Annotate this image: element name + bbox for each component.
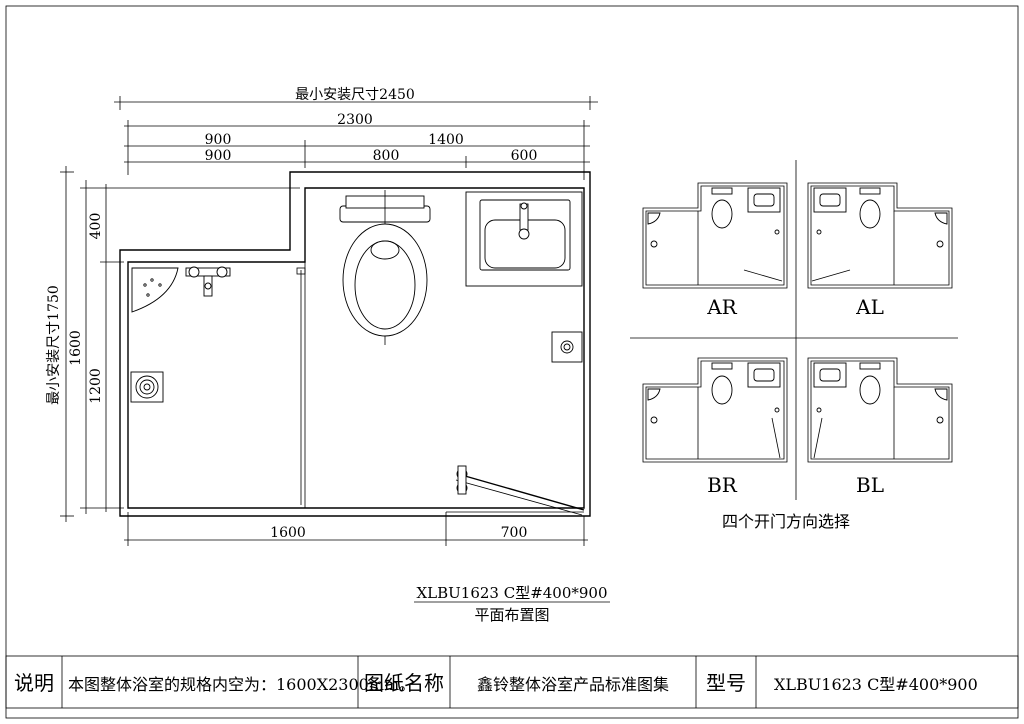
plan-caption: 平面布置图 bbox=[474, 606, 549, 624]
wall-drain-box bbox=[551, 331, 583, 363]
option-bl-label: BL bbox=[856, 473, 884, 497]
dim-top-1400: 1400 bbox=[428, 132, 464, 148]
corner-shelf bbox=[131, 267, 179, 313]
dim-top-overall-min: 最小安装尺寸2450 bbox=[295, 87, 415, 103]
title-note-text: 本图整体浴室的规格内空为：1600X2300mm。 bbox=[68, 675, 415, 694]
dim-top-900-a: 900 bbox=[205, 132, 232, 148]
top-dimensions bbox=[114, 96, 598, 180]
shower-mixer bbox=[185, 266, 231, 297]
floor-drain bbox=[130, 371, 164, 403]
dim-left-1600: 1600 bbox=[68, 330, 84, 366]
dim-left-overall-min: 最小安装尺寸1750 bbox=[46, 285, 62, 405]
left-dimensions bbox=[60, 166, 300, 522]
washbasin bbox=[465, 191, 583, 287]
plan-model-label: XLBU1623 C型#400*900 bbox=[416, 584, 607, 602]
main-floor-plan: 最小安装尺寸2450 2300 900 1400 900 800 600 最小安… bbox=[46, 87, 610, 624]
dim-bottom-700: 700 bbox=[501, 525, 528, 541]
title-model-label: 型号 bbox=[706, 671, 746, 695]
bottom-dimensions bbox=[124, 512, 588, 546]
dim-top-overall: 2300 bbox=[337, 112, 373, 128]
dim-bottom-1600: 1600 bbox=[270, 525, 306, 541]
bathroom-outline bbox=[119, 171, 591, 517]
option-al-plan bbox=[807, 182, 953, 289]
toilet bbox=[339, 190, 431, 345]
option-ar-label: AR bbox=[706, 295, 737, 319]
partition-cap bbox=[296, 267, 306, 275]
dim-top-900-b: 900 bbox=[205, 148, 232, 164]
dim-left-1200: 1200 bbox=[88, 368, 104, 404]
option-bl-plan bbox=[807, 357, 953, 463]
door-options: AR AL bbox=[630, 160, 958, 531]
options-caption: 四个开门方向选择 bbox=[722, 512, 850, 531]
option-br-label: BR bbox=[707, 473, 738, 497]
dim-left-400: 400 bbox=[88, 213, 104, 240]
title-note-label: 说明 bbox=[14, 671, 54, 695]
option-br-plan bbox=[642, 357, 788, 463]
sheet-border bbox=[5, 5, 1019, 719]
title-block bbox=[5, 655, 1019, 709]
option-al-label: AL bbox=[855, 295, 884, 319]
title-drawing-name-label: 图纸名称 bbox=[364, 671, 444, 695]
dim-top-600: 600 bbox=[511, 148, 538, 164]
dim-top-800: 800 bbox=[373, 148, 400, 164]
bathroom-door bbox=[446, 465, 585, 516]
title-drawing-name: 鑫铃整体浴室产品标准图集 bbox=[477, 675, 669, 694]
title-model-value: XLBU1623 C型#400*900 bbox=[774, 675, 978, 694]
option-ar-plan bbox=[642, 182, 788, 289]
